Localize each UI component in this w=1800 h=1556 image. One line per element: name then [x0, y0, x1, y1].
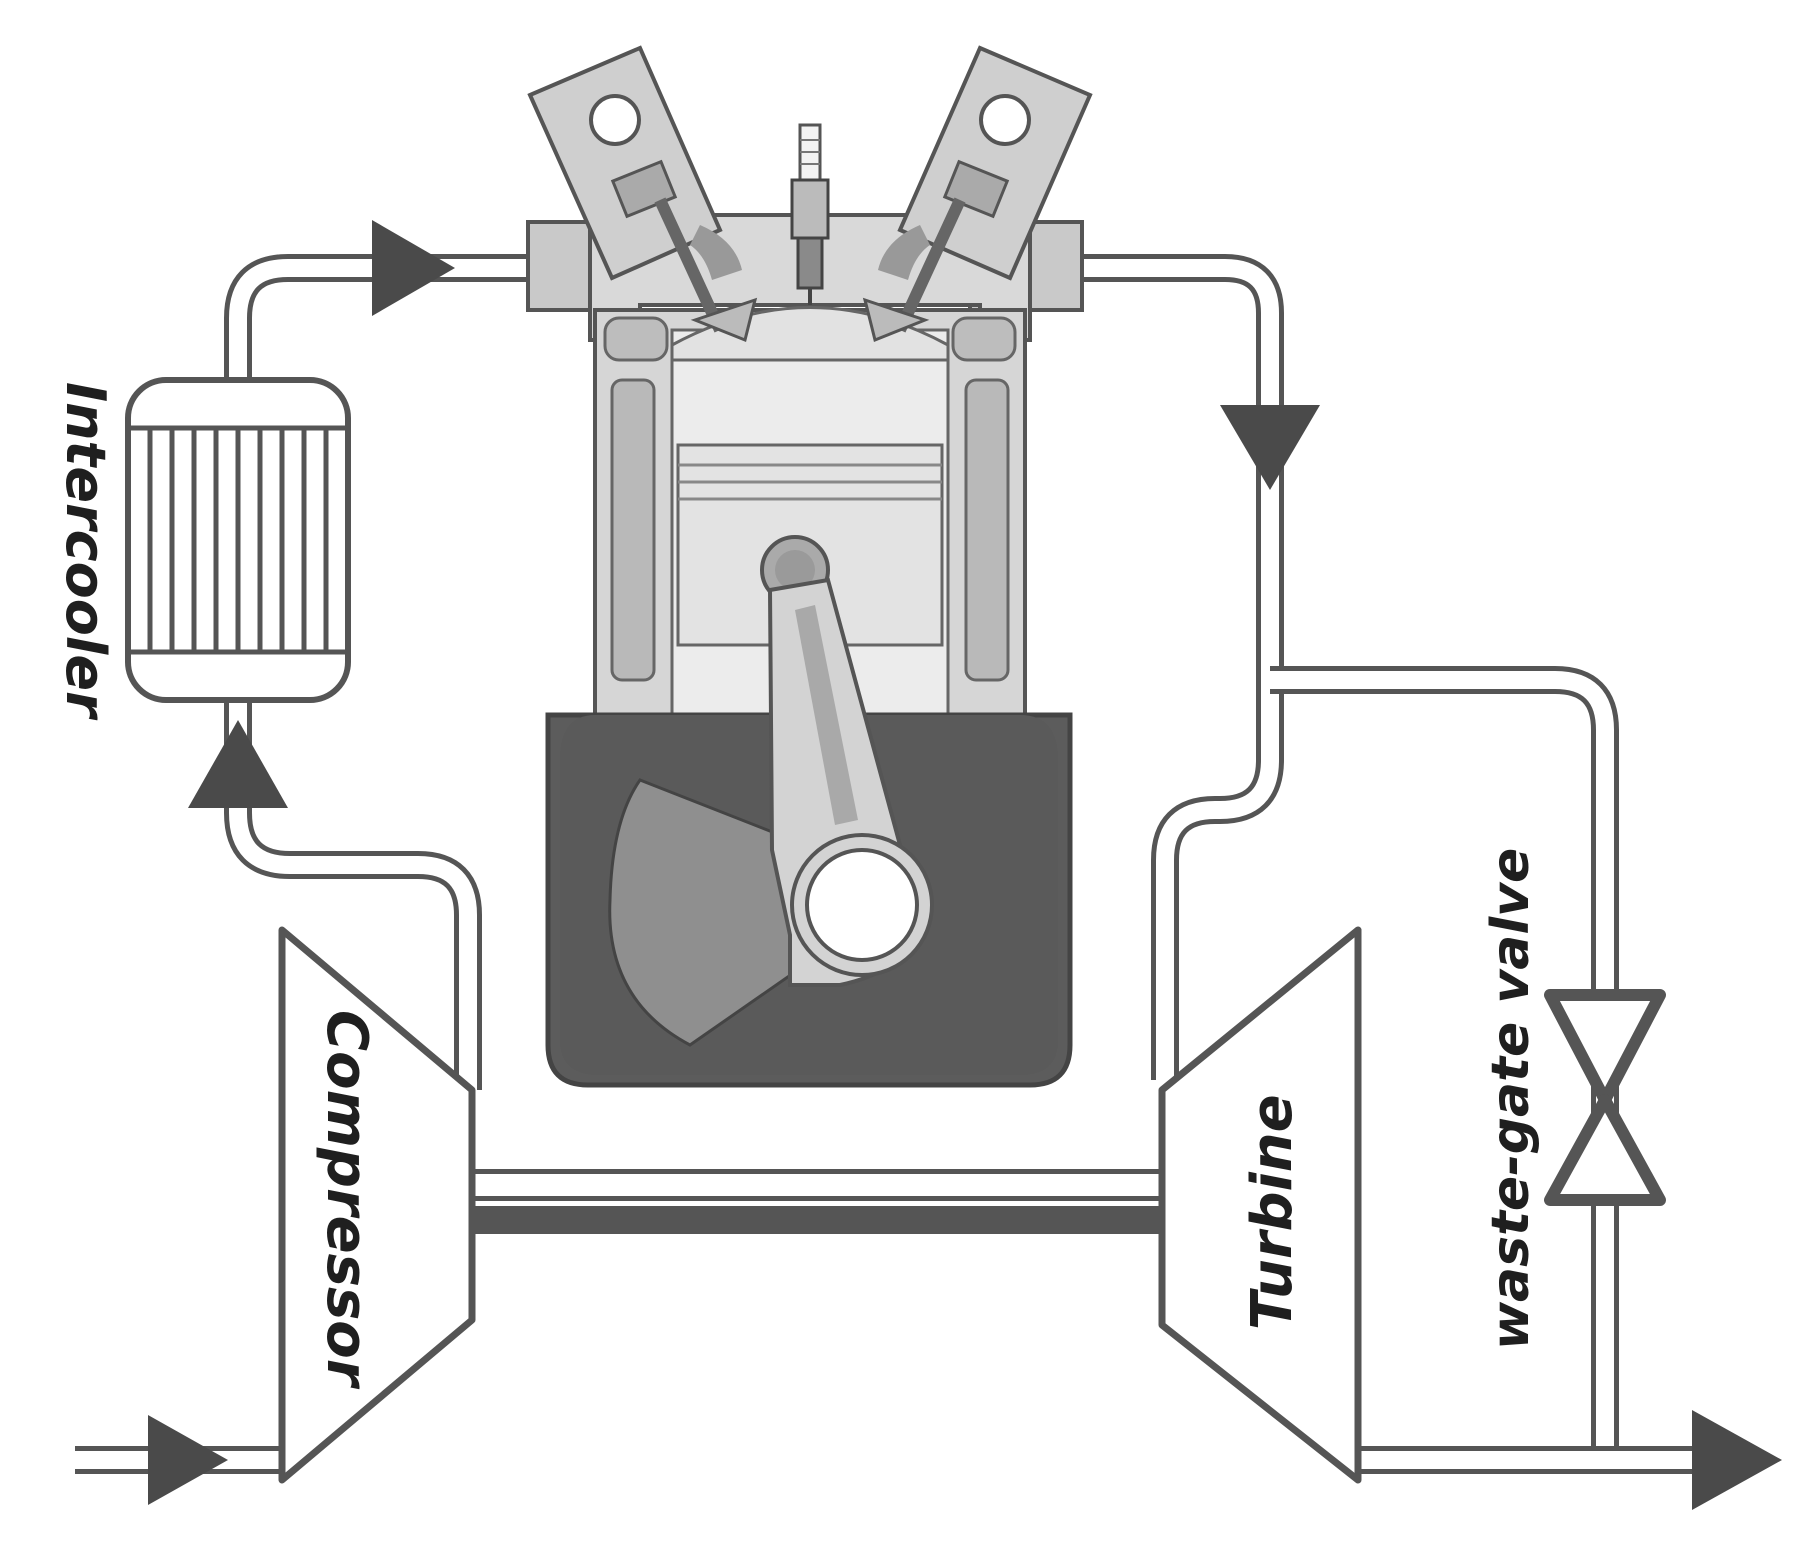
engine: [526, 45, 1093, 1088]
waste-gate-valve: [1544, 989, 1666, 1206]
exhaust-valve-assembly: [862, 45, 1093, 343]
compressor: [278, 926, 476, 1484]
pipe-engine-to-turbine: [1080, 254, 1284, 1080]
arrow-up-to-intercooler: [188, 720, 288, 808]
shaft: [472, 1206, 1162, 1234]
spark-plug: [790, 123, 830, 305]
flow-arrows: [148, 220, 1782, 1510]
arrow-inlet: [148, 1415, 228, 1505]
turbine-label: Turbine: [1240, 1094, 1305, 1330]
crank-counterweight: [608, 778, 807, 1047]
arrow-to-engine: [372, 220, 455, 316]
waste-gate-valve-label: waste-gate valve: [1481, 847, 1541, 1350]
pipes: [75, 254, 1700, 1474]
turbine: [1158, 926, 1362, 1484]
arrow-outlet: [1692, 1410, 1782, 1510]
compressor-label: Compressor: [314, 1010, 379, 1387]
intercooler-label: Intercooler: [54, 382, 117, 718]
intercooler: [125, 377, 351, 703]
arrow-exhaust-down: [1220, 405, 1320, 490]
intake-valve-assembly: [527, 45, 758, 343]
